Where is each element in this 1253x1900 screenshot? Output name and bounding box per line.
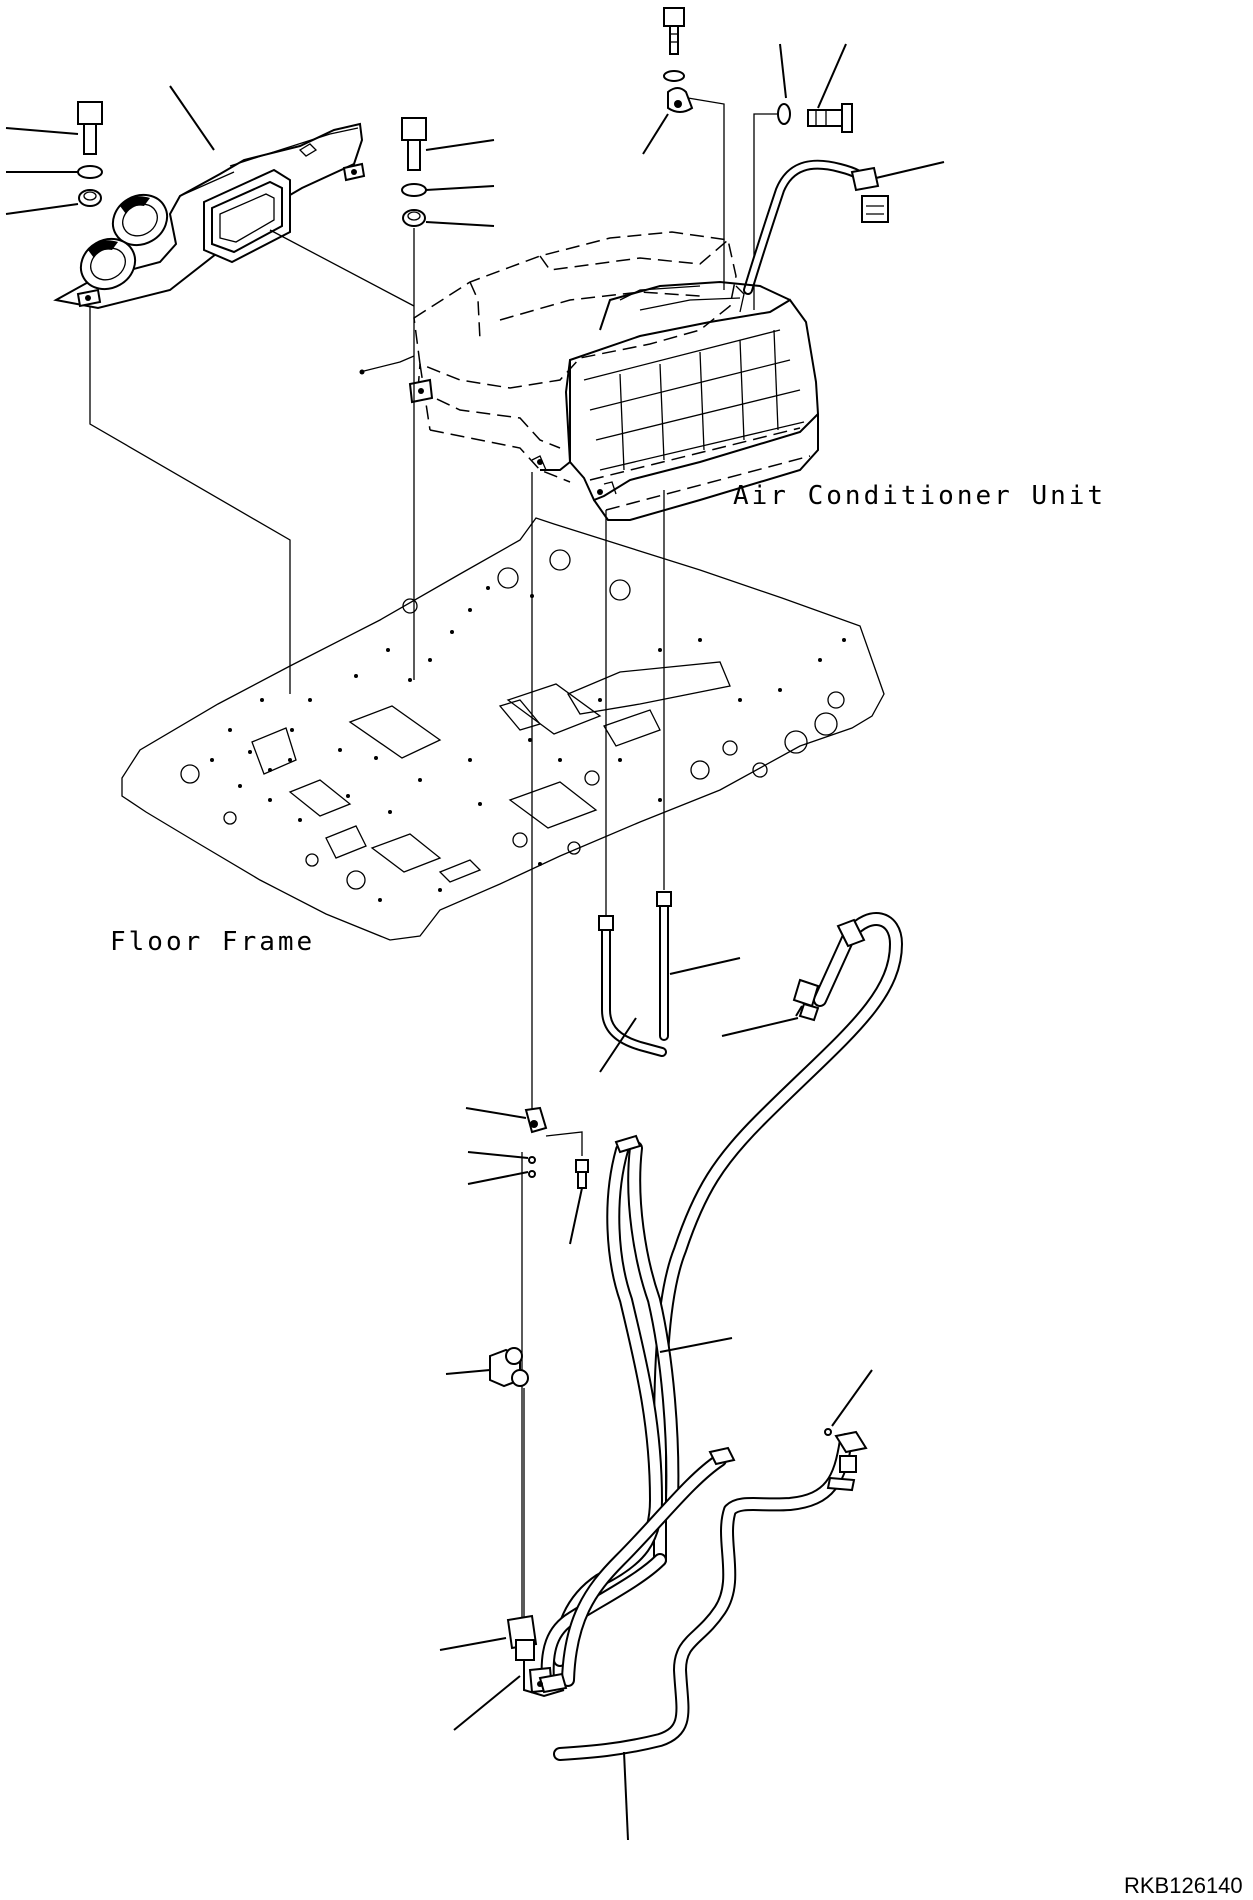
leader-joint-lower [453,1675,521,1731]
top-washer [663,70,685,82]
mid-bolt [575,1159,589,1189]
center-bolt [401,117,427,171]
alignment-lines [89,228,665,1620]
drawing-number: RKB126140 [1124,1873,1243,1898]
air-duct [53,122,366,310]
side-washer [777,103,791,125]
leader-drain-tube-upper [669,957,741,975]
left-washer [77,165,103,179]
label-air-conditioner-unit: Air Conditioner Unit [733,481,1106,511]
label-floor-frame: Floor Frame [110,927,315,957]
lower-clamp [489,1347,529,1388]
floor-frame [121,517,885,941]
leader-heater-hose [659,1337,733,1353]
refrigerant-hose-lower [553,1430,868,1761]
o-ring-lower [824,1428,832,1436]
drain-hose-top [743,159,889,295]
leader-top-clamp [642,113,669,155]
leader-refrigerant-hose [721,1017,799,1037]
refrigerant-hose-upper [653,912,903,1567]
hose-joint-bracket [506,1614,568,1698]
heater-hoses [540,1134,736,1687]
floor-frame-pin-holes [210,586,846,902]
side-bolt [807,103,853,133]
leader-o-ring-lower [831,1369,873,1427]
mid-clamp [524,1106,548,1134]
leader-lower-hose [623,1751,629,1841]
drain-tubes [598,891,672,1057]
left-bolt [77,101,103,155]
leader-drain-tube-lower [599,1017,637,1073]
top-bolt [663,7,685,55]
air-conditioner-unit [359,231,820,521]
leader-drain-hose [875,161,945,179]
leader-air-duct [169,85,215,151]
leader-joint-upper [439,1637,507,1651]
center-washer [401,183,427,197]
mid-washer-2 [528,1170,536,1178]
mid-washer [528,1156,536,1164]
top-clamp [667,87,694,113]
